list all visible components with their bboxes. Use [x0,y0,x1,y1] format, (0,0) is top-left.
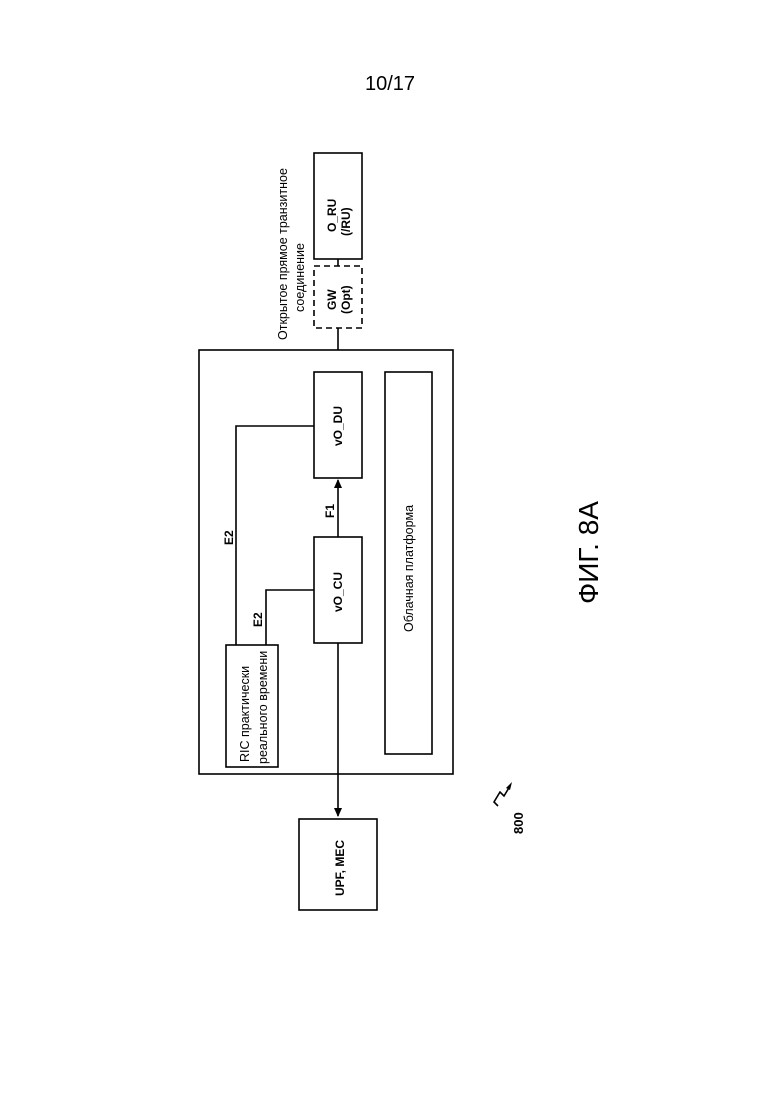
fronthaul-label-line1: Открытое прямое транзитное [276,168,290,340]
o-ru-label-line2: (/RU) [339,207,353,236]
fronthaul-label: Открытое прямое транзитное соединение [276,168,307,340]
upf-mec-label: UPF, MEC [333,840,347,896]
ric-label-line1: RIC практически [238,666,252,762]
f1-label: F1 [323,504,337,518]
o-ru-label-line1: O_RU [325,199,339,232]
ric-label-line2: реального времени [256,651,270,764]
vo-cu-label: vO_CU [331,572,345,612]
ric-block [226,645,278,767]
reference-numeral: 800 [511,812,526,834]
e2-label-du: E2 [222,530,236,545]
cloud-platform-label: Облачная платформа [402,505,416,632]
reference-arrow-head [506,782,512,790]
gw-label-line2: (Opt) [339,285,353,314]
fronthaul-label-line2: соединение [293,243,307,312]
e2-label-cu: E2 [251,612,265,627]
page-number: 10/17 [365,73,415,95]
vo-du-label: vO_DU [331,406,345,446]
reference-arrow [494,786,510,806]
gw-label-line1: GW [325,289,339,310]
figure-label: ФИГ. 8А [573,501,604,604]
